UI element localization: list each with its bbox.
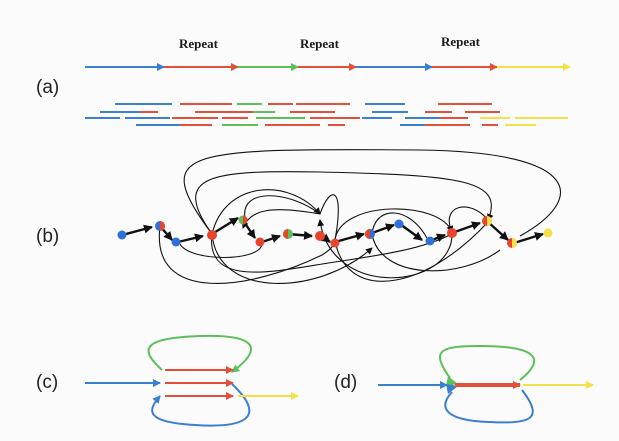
graph-node xyxy=(207,230,217,240)
graph-node xyxy=(171,237,181,247)
path-edge xyxy=(513,232,544,245)
path-edge xyxy=(334,231,365,244)
graph-node-half xyxy=(365,229,370,239)
graph-node xyxy=(315,231,325,241)
graph-node xyxy=(394,219,404,229)
overlap-graph-nodes xyxy=(117,215,553,248)
graph-node-half xyxy=(160,221,165,231)
graph-node xyxy=(117,230,127,240)
graph-edge xyxy=(334,208,454,241)
graph-node xyxy=(447,228,457,238)
graph-edge xyxy=(448,206,489,233)
panel-label-b: (b) xyxy=(36,226,60,247)
loop-blue xyxy=(444,389,534,424)
repeat-label-3: Repeat xyxy=(441,34,480,49)
panel-label-a: (a) xyxy=(36,77,60,98)
graph-edge xyxy=(319,194,339,241)
path-edge xyxy=(399,223,423,241)
graph-node-half xyxy=(243,215,248,225)
graph-edge xyxy=(244,195,321,219)
path-edge xyxy=(125,224,153,236)
graph-edge xyxy=(211,233,373,284)
graph-edge xyxy=(371,212,429,241)
loop-blue xyxy=(151,383,251,427)
graph-node xyxy=(330,238,340,248)
repeat-label-1: Repeat xyxy=(179,36,218,51)
graph-edge xyxy=(195,171,494,235)
graph-edge xyxy=(179,243,263,258)
sequencing-reads xyxy=(85,103,568,126)
repeat-label-2: Repeat xyxy=(300,36,339,51)
path-edge xyxy=(177,233,204,244)
loop-green xyxy=(147,334,252,373)
repeat-graph-unresolved xyxy=(85,334,299,427)
panel-label-d: (d) xyxy=(334,372,358,393)
graph-node xyxy=(255,237,265,247)
graph-edge xyxy=(317,219,453,279)
graph-edge xyxy=(183,149,561,237)
graph-edge xyxy=(211,233,453,273)
graph-node xyxy=(425,236,435,246)
graph-node xyxy=(543,228,553,238)
path-edge xyxy=(371,223,395,235)
graph-edge xyxy=(334,221,489,282)
path-edge xyxy=(431,233,446,243)
graph-edge xyxy=(371,233,501,272)
path-edge xyxy=(243,221,256,239)
panel-label-c: (c) xyxy=(36,372,59,393)
graph-edge xyxy=(158,225,338,284)
repeat-graph-collapsed xyxy=(378,344,594,424)
graph-node-half xyxy=(512,238,517,248)
path-edge xyxy=(487,221,509,241)
loop-green xyxy=(439,344,536,381)
path-edge xyxy=(211,216,239,236)
overlap-graph-thin-edges xyxy=(158,149,561,284)
graph-node-half xyxy=(487,216,492,226)
graph-node-half xyxy=(283,229,288,239)
graph-edge xyxy=(241,209,321,229)
graph-edge xyxy=(211,189,321,235)
path-edge xyxy=(261,234,281,244)
